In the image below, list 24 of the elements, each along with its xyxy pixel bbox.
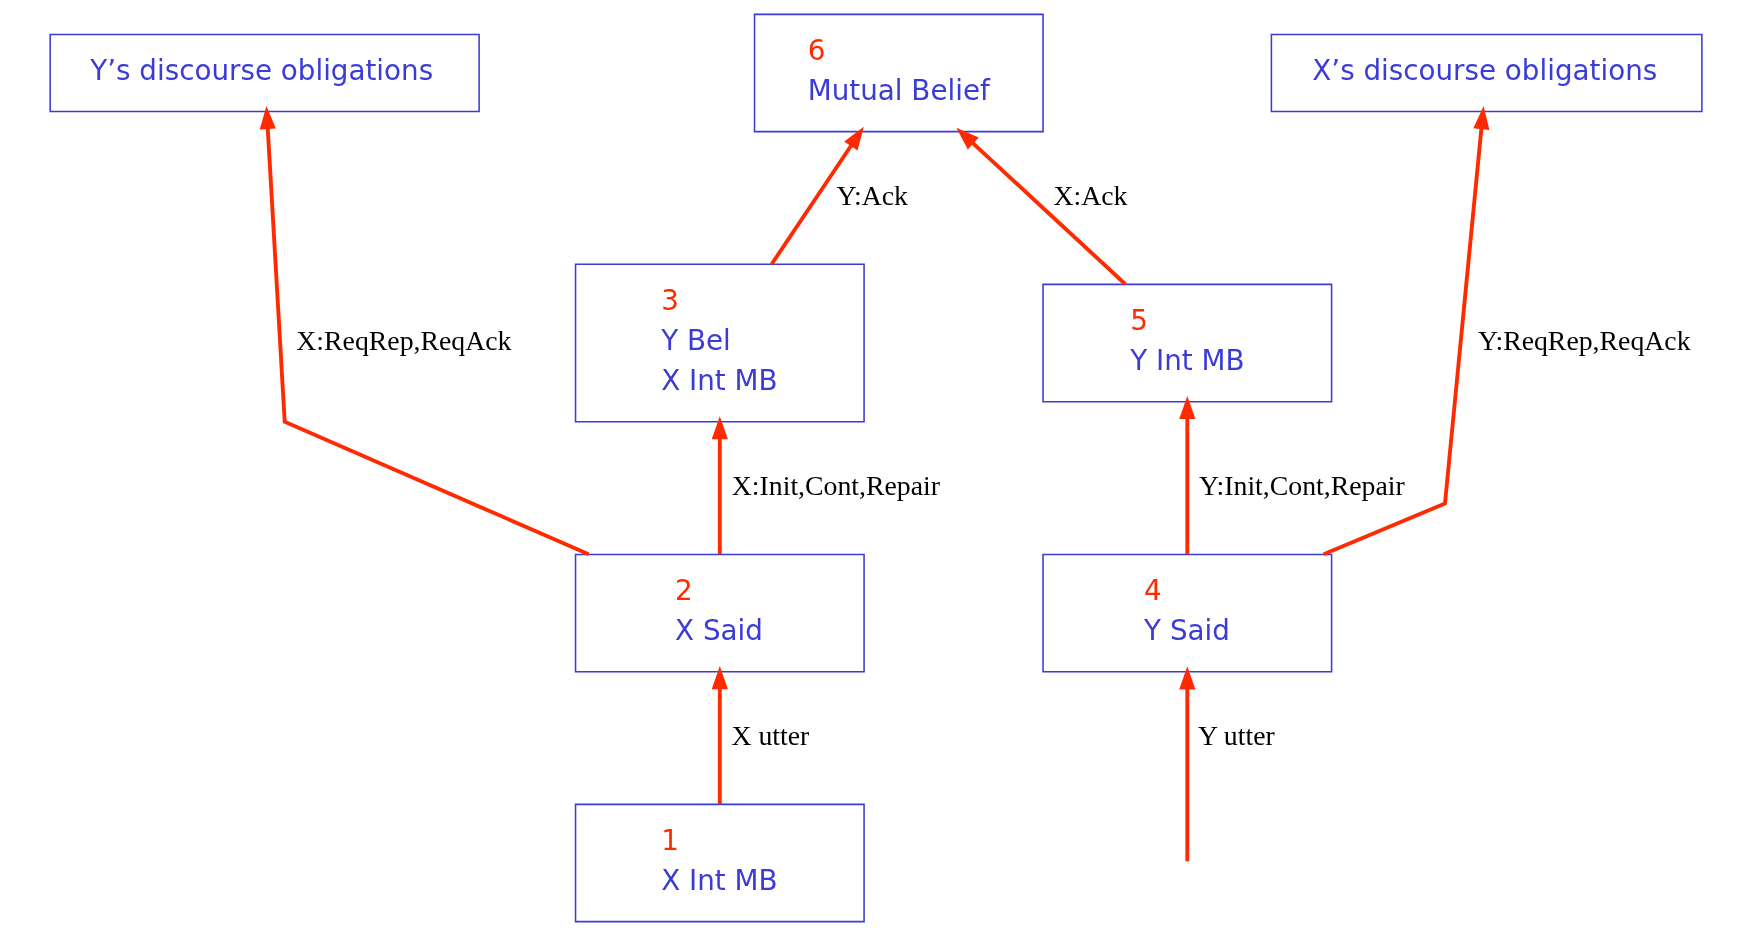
node-box: 1 X Int MB: [574, 803, 865, 923]
edge-label: X:Ack: [1052, 179, 1128, 211]
node-box: 5 Y Int MB: [1041, 283, 1332, 403]
arrow: [1178, 395, 1195, 555]
edge-label: Y:Init,Cont,Repair: [1198, 469, 1405, 501]
node-box: X’s discourse obligations: [1270, 33, 1703, 113]
arrow: [259, 105, 589, 557]
node-box: 4 Y Said: [1041, 553, 1332, 673]
node-box: 3 Y Bel X Int MB: [574, 263, 865, 423]
arrow: [1322, 106, 1489, 557]
edge-label: Y:Ack: [835, 179, 908, 211]
node-box: 6 Mutual Belief: [753, 13, 1044, 133]
edge-label: X:Init,Cont,Repair: [731, 469, 940, 501]
edge-label: X utter: [730, 719, 809, 751]
edge-label: Y:ReqRep,ReqAck: [1477, 324, 1691, 356]
edge-label: Y utter: [1197, 719, 1275, 751]
arrow: [769, 126, 864, 266]
arrow: [711, 416, 728, 555]
arrow: [1178, 666, 1195, 862]
arrow: [711, 666, 728, 805]
edge-label: X:ReqRep,ReqAck: [295, 324, 511, 356]
node-box: Y’s discourse obligations: [48, 33, 480, 113]
node-box: 2 X Said: [574, 553, 865, 673]
arrow: [955, 127, 1127, 286]
